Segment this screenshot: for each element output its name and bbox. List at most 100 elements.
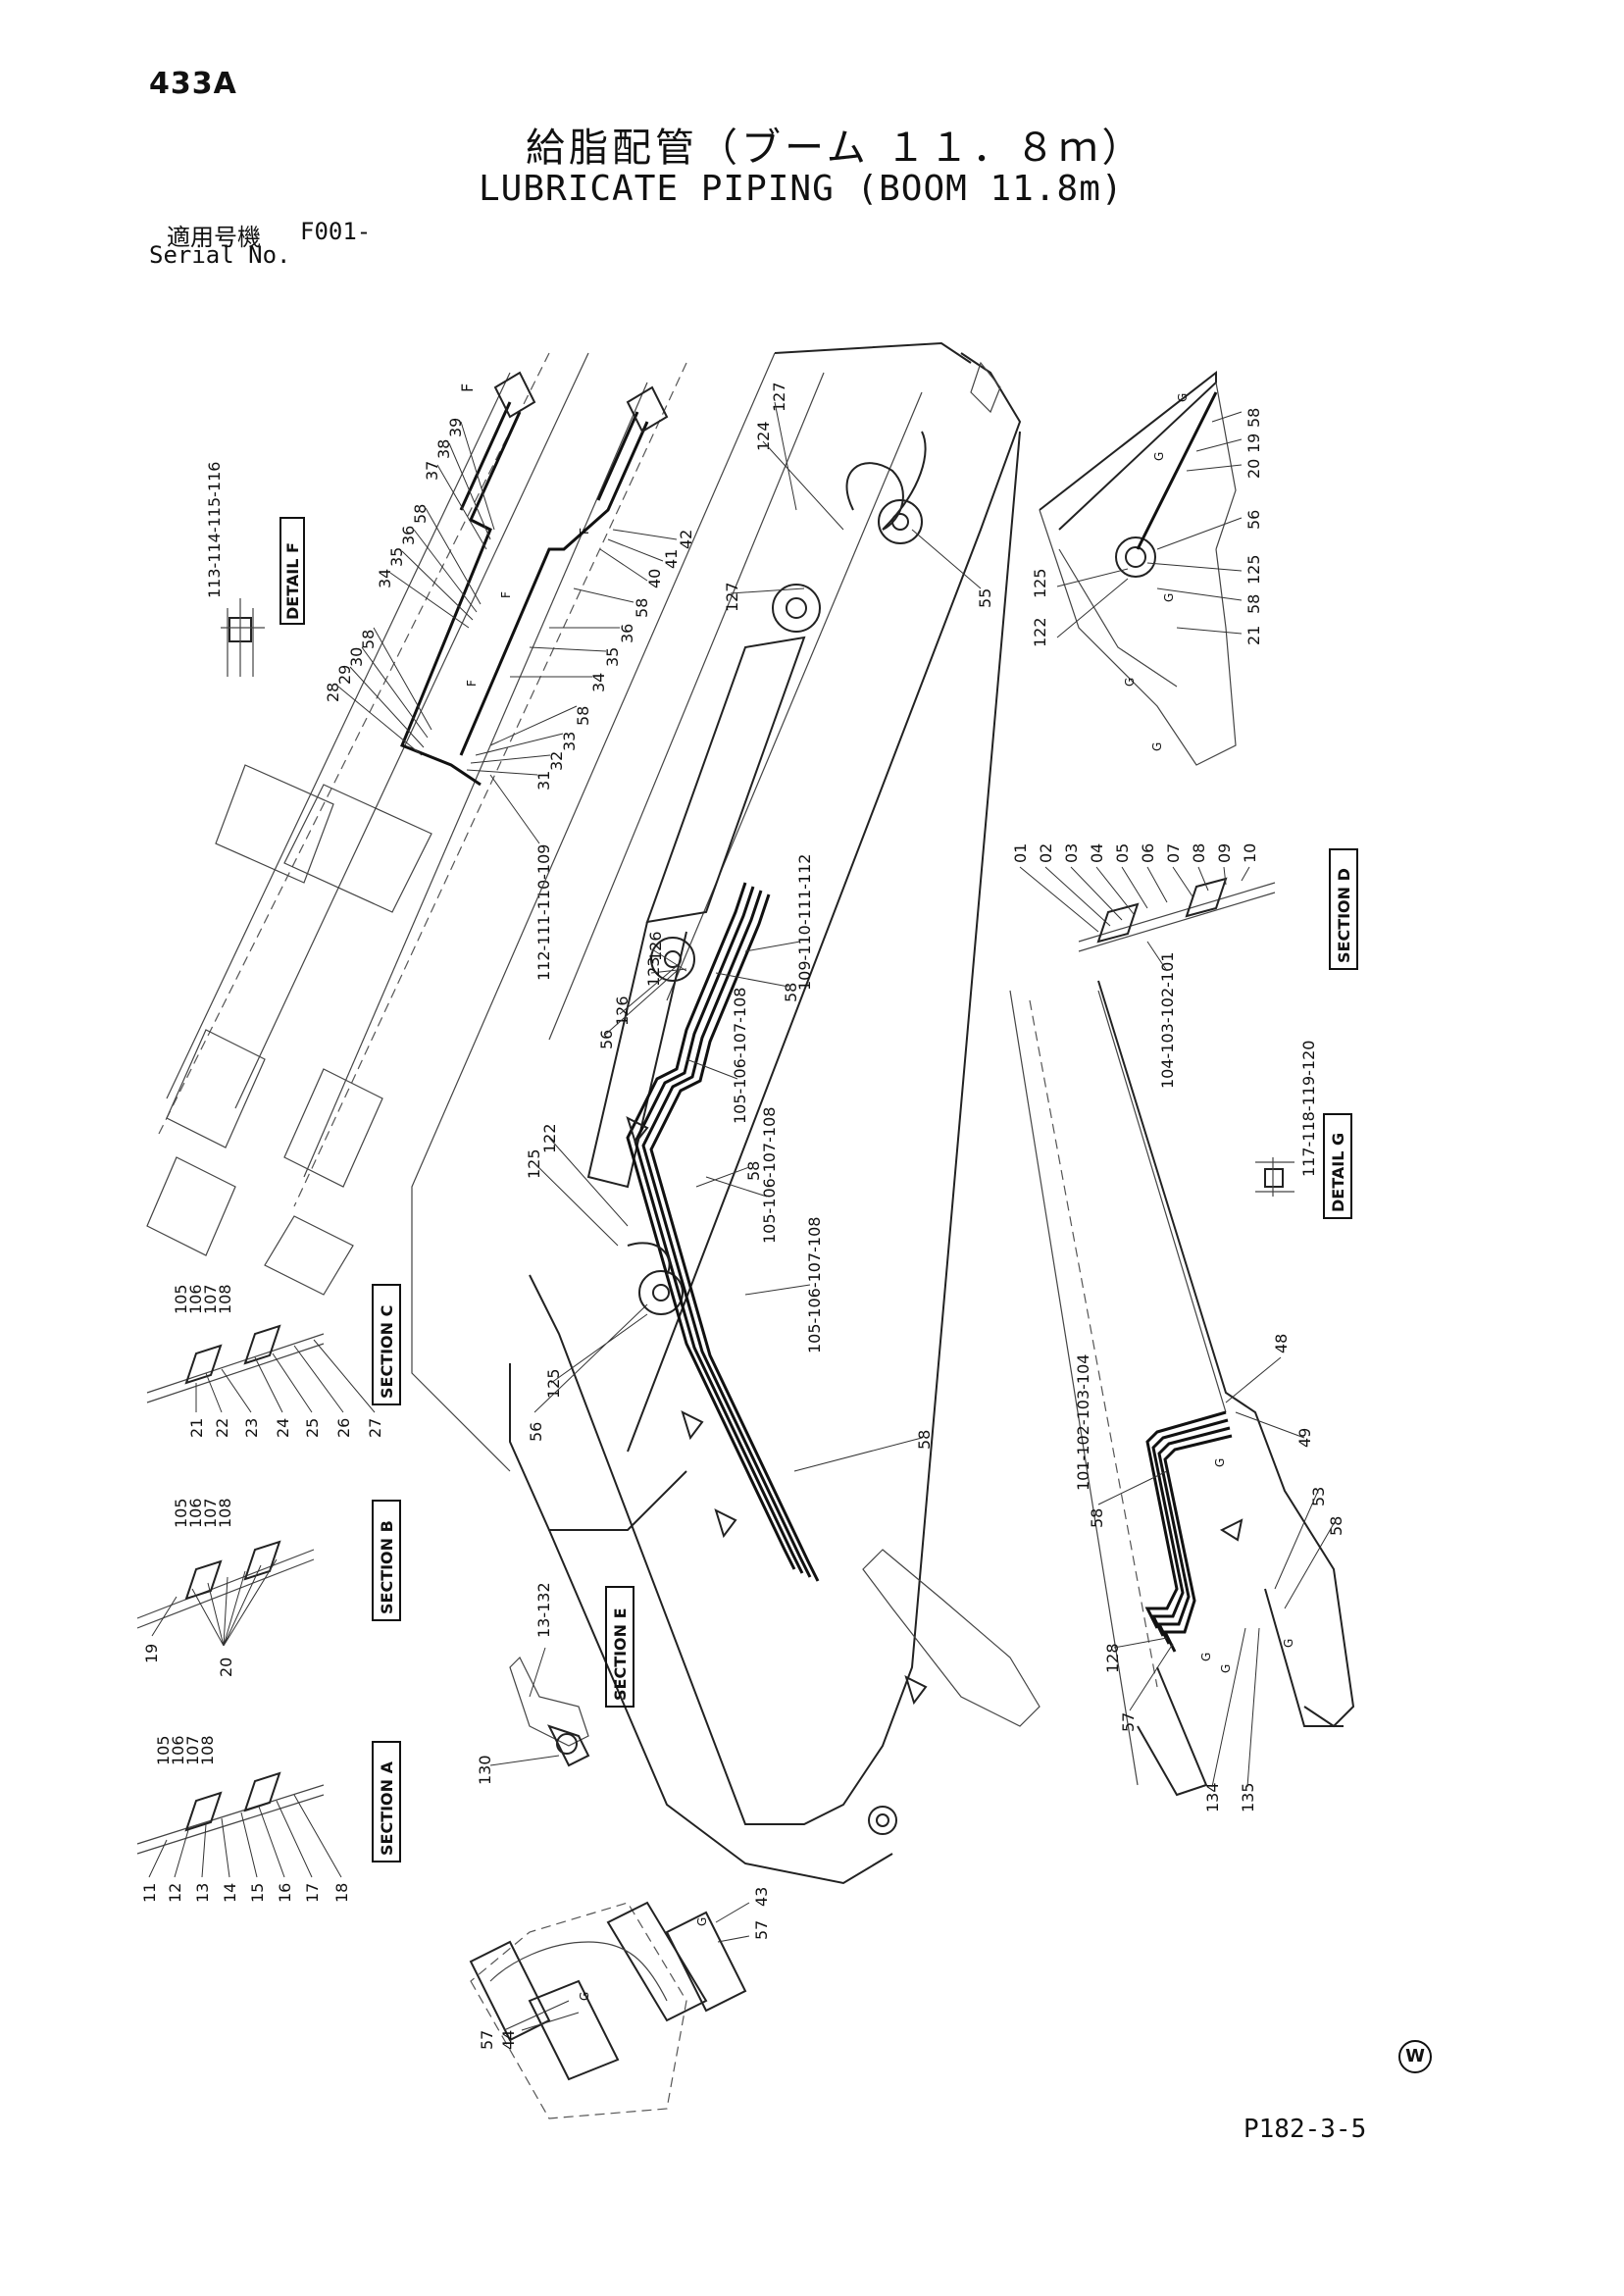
- callout-35b: 35: [603, 647, 622, 667]
- callout-36b: 36: [618, 624, 636, 643]
- callout-56a: 56: [597, 1030, 616, 1049]
- section-d-09: 09: [1215, 843, 1234, 863]
- callout-f4: F: [578, 528, 591, 535]
- section-c-h107: 107: [201, 1284, 220, 1314]
- section-d-03: 03: [1062, 843, 1081, 863]
- title-english: LUBRICATE PIPING (BOOM 11.8m): [479, 169, 1124, 209]
- section-a-17: 17: [303, 1883, 322, 1903]
- lr-57: 57: [1119, 1712, 1138, 1732]
- section-d-08: 08: [1190, 843, 1208, 863]
- callout-58e: 58: [782, 983, 800, 1002]
- callout-39: 39: [446, 418, 465, 437]
- callout-126b: 126: [613, 995, 632, 1026]
- bottom-44: 44: [499, 2030, 518, 2050]
- lr-58b: 58: [1327, 1516, 1345, 1536]
- section-b-label: SECTION B: [378, 1520, 396, 1614]
- callout-33: 33: [560, 732, 579, 751]
- section-b: SECTION B 105 106 107 108 19 20: [136, 1498, 401, 1677]
- bottom-g1: G: [695, 1917, 709, 1926]
- section-b-20: 20: [217, 1658, 235, 1677]
- page-number: P182-3-5: [1243, 2115, 1367, 2144]
- callout-125b: 125: [544, 1368, 563, 1399]
- pipe-bundle-3-label: 105-106-107-108: [731, 988, 749, 1124]
- section-d-07: 07: [1164, 843, 1183, 863]
- callout-58a: 58: [359, 630, 378, 649]
- page-code: 433A: [149, 67, 237, 101]
- bottom-detail: 43 57 G 57 44 G: [469, 1887, 771, 2119]
- section-c-25: 25: [303, 1418, 322, 1438]
- detail-f-label-box: [279, 517, 305, 625]
- section-a-h105: 105: [154, 1735, 173, 1765]
- detail-f: DETAIL F 113-114-115-116: [205, 462, 305, 677]
- section-b-19: 19: [142, 1644, 161, 1663]
- callout-28: 28: [324, 683, 342, 702]
- section-b-h108: 108: [216, 1498, 234, 1528]
- callout-58d: 58: [574, 706, 592, 726]
- section-a: SECTION A 105 106 107 108 11 12 13 14 15…: [136, 1735, 401, 1903]
- main-boom: [411, 341, 1040, 1885]
- lr-128: 128: [1103, 1643, 1122, 1673]
- callout-34b: 34: [589, 673, 608, 692]
- callout-35a: 35: [387, 547, 406, 567]
- callout-125a: 125: [525, 1148, 543, 1179]
- upper-arm-callouts: 28 29 30 58 34 35 36 58 37 38 39 F 42 41…: [324, 383, 695, 981]
- section-b-h107: 107: [201, 1498, 220, 1528]
- callout-38: 38: [434, 439, 453, 459]
- pipe-bundle-1-label: 112-111-110-109: [534, 844, 553, 981]
- section-a-14: 14: [221, 1883, 239, 1903]
- ur-125a: 125: [1244, 554, 1263, 585]
- callout-124: 124: [754, 421, 773, 451]
- section-a-18: 18: [332, 1883, 351, 1903]
- lower-right-detail: 101-102-103-104 48 49 G 58 128 57 G G 53…: [1009, 980, 1355, 1812]
- callout-56b: 56: [527, 1422, 545, 1442]
- section-c-h108: 108: [216, 1284, 234, 1314]
- lr-48: 48: [1272, 1334, 1291, 1353]
- section-c-27: 27: [366, 1418, 384, 1438]
- section-c-label-box: [372, 1284, 401, 1405]
- section-d-06: 06: [1139, 843, 1157, 863]
- section-c-23: 23: [242, 1418, 261, 1438]
- callout-29: 29: [335, 665, 354, 685]
- section-c-h105: 105: [172, 1284, 190, 1314]
- section-c-26: 26: [334, 1418, 353, 1438]
- section-a-15: 15: [248, 1883, 267, 1903]
- lr-134: 134: [1203, 1782, 1222, 1812]
- pipe-bundle-6-label: 104-103-102-101: [1158, 952, 1177, 1089]
- section-a-label: SECTION A: [378, 1760, 396, 1856]
- section-c: SECTION C 105 106 107 108 21 22 23 24 25…: [146, 1284, 401, 1438]
- boom-callouts: 127 124 55 127 126 56 126 123 58 122 125…: [525, 382, 994, 1472]
- section-d-01: 01: [1011, 843, 1030, 863]
- callout-34a: 34: [376, 569, 394, 588]
- serial-label-japanese: 適用号機: [167, 224, 261, 251]
- ur-56: 56: [1244, 510, 1263, 530]
- callout-58g: 58: [915, 1430, 934, 1450]
- section-e-label-box: [605, 1586, 634, 1708]
- callout-58f: 58: [744, 1161, 763, 1181]
- callout-55: 55: [976, 588, 994, 608]
- callout-f1: F: [458, 383, 477, 392]
- ur-122: 122: [1031, 617, 1049, 647]
- callout-f2: F: [499, 591, 513, 598]
- section-d-label-box: [1329, 848, 1358, 970]
- section-c-21: 21: [187, 1418, 206, 1438]
- pipe-bundle-5-label: 105-106-107-108: [805, 1217, 824, 1353]
- section-a-h108: 108: [198, 1735, 217, 1765]
- section-d-10: 10: [1241, 843, 1259, 863]
- lr-g3: G: [1219, 1664, 1233, 1673]
- section-c-24: 24: [274, 1418, 292, 1438]
- detail-f-label: DETAIL F: [283, 542, 302, 620]
- detail-g-parts: 117-118-119-120: [1299, 1041, 1318, 1177]
- lr-g2: G: [1199, 1653, 1213, 1661]
- section-d-04: 04: [1088, 843, 1106, 863]
- detail-g-fitting: [1264, 1168, 1284, 1188]
- section-c-label: SECTION C: [378, 1305, 396, 1399]
- ur-19: 19: [1244, 434, 1263, 453]
- callout-41: 41: [662, 549, 681, 569]
- upper-right-detail: G 58 19 20 56 125 58 21 125 122 G G G G: [1031, 370, 1263, 766]
- section-d-02: 02: [1037, 843, 1055, 863]
- section-c-22: 22: [213, 1418, 231, 1438]
- callout-58b: 58: [411, 504, 430, 524]
- detail-f-parts: 113-114-115-116: [205, 462, 224, 598]
- callout-130: 130: [476, 1755, 494, 1785]
